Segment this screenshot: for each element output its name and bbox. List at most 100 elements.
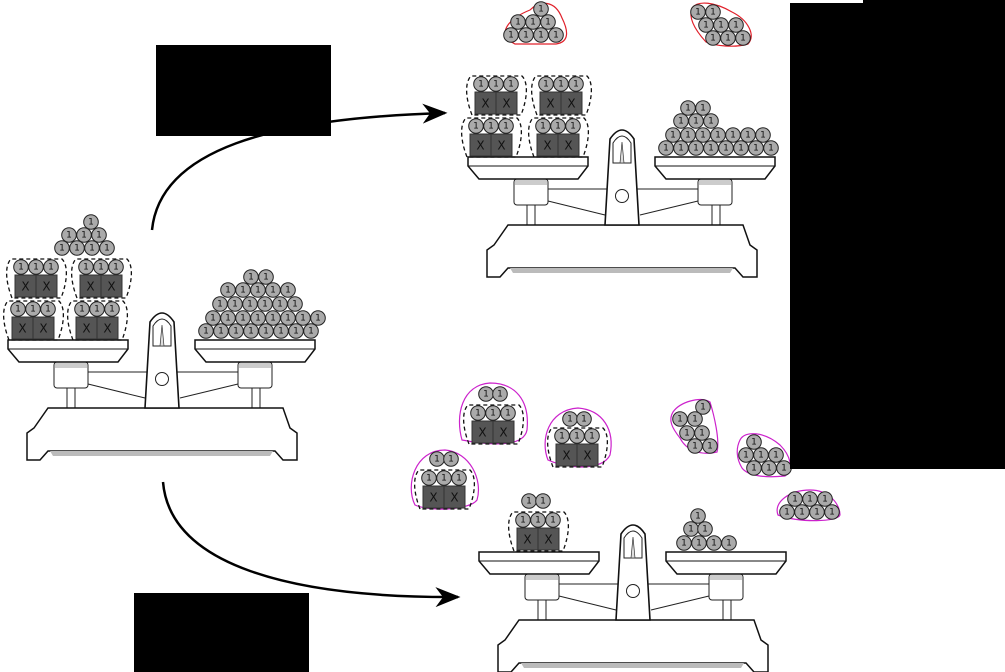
coin-label: 1 [760, 131, 766, 141]
dashed-outline [465, 75, 528, 116]
coin: 1 [584, 428, 600, 444]
coin-circle [576, 411, 592, 427]
coin-label: 1 [814, 508, 820, 518]
coin-circle [43, 259, 59, 275]
coin-label: 1 [753, 144, 759, 154]
coin: 1 [91, 227, 107, 243]
box-rect [576, 443, 599, 467]
coin-label: 1 [225, 286, 231, 296]
coin-label: 1 [663, 144, 669, 154]
coin-circle [702, 438, 718, 454]
scale-original [7, 312, 316, 461]
box-rect [560, 91, 583, 115]
unknown-box: X [537, 527, 560, 551]
coin: 1 [705, 30, 721, 46]
coin: 1 [503, 27, 519, 43]
box-label: X [39, 322, 47, 336]
coin-label: 1 [270, 286, 276, 296]
coin-label: 1 [702, 525, 708, 535]
coin-circle [287, 296, 303, 312]
coin-label: 1 [822, 495, 828, 505]
coin: 1 [93, 259, 109, 275]
coin-label: 1 [684, 429, 690, 439]
coin-label: 1 [540, 497, 546, 507]
coin-circle [540, 14, 556, 30]
box-label: X [103, 322, 111, 336]
coin-circle [721, 535, 737, 551]
box-rect [537, 527, 560, 551]
removed-group-outline [690, 2, 752, 47]
coin: 1 [706, 535, 722, 551]
unknown-box: X [495, 91, 518, 115]
coin-label: 1 [81, 231, 87, 241]
coin: 1 [698, 17, 714, 33]
coin-label: 1 [758, 451, 764, 461]
coin-label: 1 [300, 314, 306, 324]
coin-label: 1 [726, 539, 732, 549]
coin-label: 1 [553, 31, 559, 41]
box-label: X [107, 280, 115, 294]
coin-label: 1 [574, 432, 580, 442]
coin: 1 [540, 14, 556, 30]
coin-label: 1 [715, 131, 721, 141]
coin-label: 1 [218, 327, 224, 337]
coin: 1 [436, 470, 452, 486]
box-label: X [82, 322, 90, 336]
coin: 1 [740, 127, 756, 143]
coin: 1 [703, 113, 719, 129]
coin: 1 [243, 269, 259, 285]
removed-group-outline [776, 489, 841, 522]
left-post [537, 599, 547, 621]
coin-label: 1 [700, 131, 706, 141]
coin-circle [451, 470, 467, 486]
coin-label: 1 [543, 80, 549, 90]
coin: 1 [746, 460, 762, 476]
coin-label: 1 [225, 314, 231, 324]
coin-label: 1 [483, 390, 489, 400]
right-post [711, 204, 721, 226]
box-label: X [546, 97, 554, 111]
coin-label: 1 [74, 244, 80, 254]
coin: 1 [695, 100, 711, 116]
box-label: X [562, 449, 570, 463]
coin-label: 1 [488, 122, 494, 132]
coin-label: 1 [751, 464, 757, 474]
coin-label: 1 [718, 21, 724, 31]
coin-circle [492, 386, 508, 402]
coin-label: 1 [730, 131, 736, 141]
coin: 1 [76, 227, 92, 243]
coin-label: 1 [707, 442, 713, 452]
coin-label: 1 [829, 508, 835, 518]
coin: 1 [43, 259, 59, 275]
coin: 1 [817, 491, 833, 507]
coin: 1 [451, 470, 467, 486]
coin: 1 [104, 301, 120, 317]
coin: 1 [695, 127, 711, 143]
pointer-needle [630, 536, 636, 559]
coin: 1 [545, 512, 561, 528]
dashed-outline [2, 300, 65, 341]
coin-circle [500, 405, 516, 421]
box-label: X [523, 533, 531, 547]
scale-base [497, 619, 769, 672]
coin-label: 1 [807, 495, 813, 505]
coin-circle [303, 323, 319, 339]
coin-label: 1 [693, 117, 699, 127]
coin: 1 [748, 140, 764, 156]
coin-circle [746, 434, 762, 450]
coin: 1 [280, 282, 296, 298]
unknown-box: X [14, 274, 37, 298]
coin-circle [503, 76, 519, 92]
coin-label: 1 [708, 144, 714, 154]
coin: 1 [10, 301, 26, 317]
coin-label: 1 [59, 244, 65, 254]
coin-label: 1 [555, 122, 561, 132]
coin: 1 [265, 282, 281, 298]
coin: 1 [738, 447, 754, 463]
coin-label: 1 [30, 305, 36, 315]
coin-label: 1 [570, 122, 576, 132]
removed-group-outline [504, 2, 568, 45]
